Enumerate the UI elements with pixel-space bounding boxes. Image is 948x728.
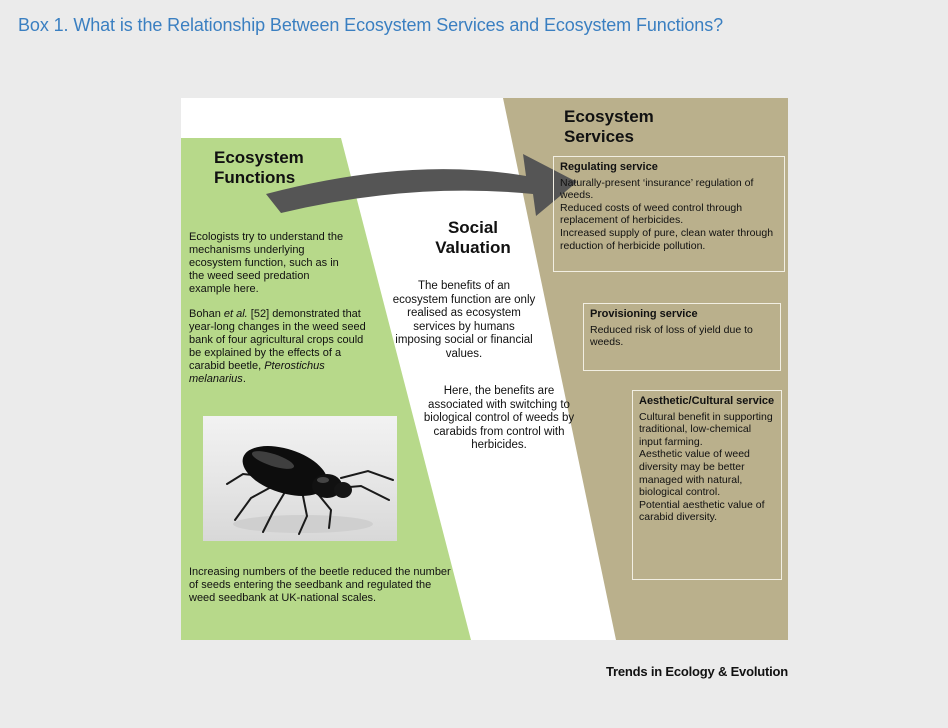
valuation-text-2: Here, the benefits are associated with s… xyxy=(423,385,575,451)
services-heading: Ecosystem Services xyxy=(564,107,654,146)
services-panel xyxy=(503,98,788,640)
regulating-service-box: Regulating service Naturally-present ‘in… xyxy=(553,156,785,272)
functions-text-1: Ecologists try to understand the mechani… xyxy=(189,231,344,295)
aesthetic-service-box: Aesthetic/Cultural service Cultural bene… xyxy=(632,390,782,580)
provisioning-item: Reduced risk of loss of yield due to wee… xyxy=(590,323,753,349)
aesthetic-item: Potential aesthetic value of carabid div… xyxy=(639,498,765,524)
regulating-item: Increased supply of pure, clean water th… xyxy=(560,226,774,252)
functions-heading: Ecosystem Functions xyxy=(214,148,304,187)
beetle-icon xyxy=(226,446,394,535)
valuation-heading: Social Valuation xyxy=(435,218,511,257)
aesthetic-item: Cultural benefit in supporting tradition… xyxy=(639,410,773,448)
regulating-item: Reduced costs of weed control through re… xyxy=(560,201,743,227)
diagram-figure: Ecosystem Functions Ecologists try to un… xyxy=(181,98,788,640)
regulating-service-title: Regulating service xyxy=(560,161,658,173)
functions-text-2: Bohan et al. [52] demonstrated that year… xyxy=(189,308,366,385)
provisioning-service-box: Provisioning service Reduced risk of los… xyxy=(583,303,781,371)
provisioning-service-title: Provisioning service xyxy=(590,308,698,320)
regulating-item: Naturally-present ‘insurance’ regulation… xyxy=(560,176,754,202)
journal-credit: Trends in Ecology & Evolution xyxy=(606,664,788,679)
flow-arrow xyxy=(266,154,577,216)
box-title: Box 1. What is the Relationship Between … xyxy=(18,15,724,35)
aesthetic-service-title: Aesthetic/Cultural service xyxy=(639,395,775,407)
functions-text-3: Increasing numbers of the beetle reduced… xyxy=(189,566,451,604)
aesthetic-item: Aesthetic value of weed diversity may be… xyxy=(639,448,750,499)
ground-beetle-photo xyxy=(203,416,397,541)
valuation-text-1: The benefits of an ecosystem function ar… xyxy=(392,280,536,360)
